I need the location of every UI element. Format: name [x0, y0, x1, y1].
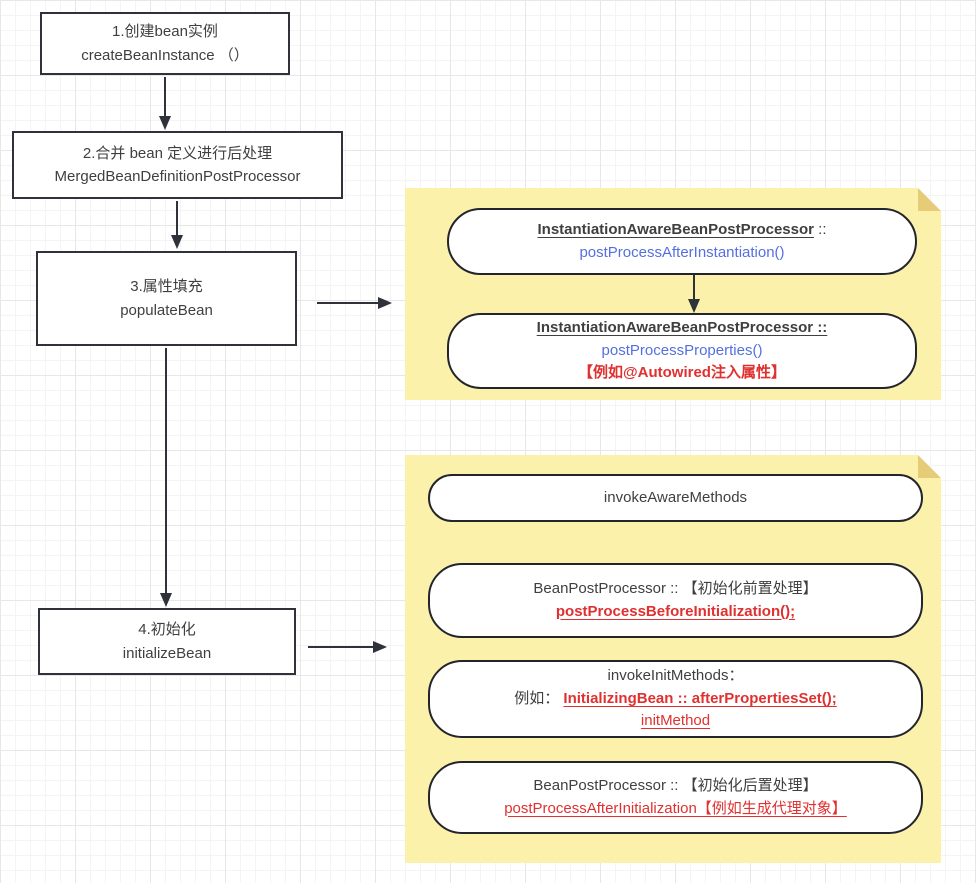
flow-step-populate-bean: 3.属性填充 populateBean: [36, 251, 297, 346]
method-name: postProcessAfterInstantiation(): [579, 243, 785, 261]
note-box-invoke-aware-methods: invokeAwareMethods: [428, 474, 923, 522]
method-name: postProcessBeforeInitialization();: [555, 602, 796, 620]
pill-title-line: invokeInitMethods：: [607, 667, 744, 685]
example-annotation: 【例如@Autowired注入属性】: [578, 364, 786, 382]
flow-step-merged-bean-definition: 2.合并 bean 定义进行后处理 MergedBeanDefinitionPo…: [12, 131, 343, 199]
step-label-cn: 4.初始化: [138, 621, 196, 639]
arrow-step3-step4-head: [160, 593, 172, 607]
note-fold-corner: [918, 455, 941, 478]
note-box-post-process-after-initialization: BeanPostProcessor :: 【初始化后置处理】 postProce…: [428, 761, 923, 834]
method-name: InitializingBean :: afterPropertiesSet()…: [563, 689, 837, 707]
arrow-step3-note1-line: [317, 302, 379, 304]
note-box-post-process-properties: InstantiationAwareBeanPostProcessor :: p…: [447, 313, 917, 389]
interface-name: InstantiationAwareBeanPostProcessor: [537, 221, 814, 238]
arrow-step4-note2-head: [373, 641, 387, 653]
interface-name: InstantiationAwareBeanPostProcessor ::: [536, 319, 828, 337]
note-box-post-process-before-initialization: BeanPostProcessor :: 【初始化前置处理】 postProce…: [428, 563, 923, 638]
example-line: 例如： InitializingBean :: afterPropertiesS…: [514, 688, 837, 711]
pill-title-line: InstantiationAwareBeanPostProcessor ::: [538, 219, 827, 242]
step-label-cn: 2.合并 bean 定义进行后处理: [82, 144, 273, 162]
arrow-step3-step4-line: [165, 348, 167, 594]
title-separator: ::: [813, 221, 827, 238]
arrow-note1-head: [688, 299, 700, 313]
flow-step-create-bean-instance: 1.创建bean实例 createBeanInstance （）: [40, 12, 290, 75]
arrow-step2-step3-line: [176, 201, 178, 236]
init-method-name: initMethod: [640, 712, 711, 730]
arrow-note1-line: [693, 275, 695, 300]
method-name: postProcessProperties(): [601, 341, 763, 359]
sticky-note-populate-bean: InstantiationAwareBeanPostProcessor :: p…: [405, 188, 941, 400]
step-label-method: populateBean: [120, 301, 213, 319]
method-name: invokeAwareMethods: [603, 488, 748, 506]
sticky-note-initialize-bean: invokeAwareMethods BeanPostProcessor :: …: [405, 455, 941, 863]
flow-step-initialize-bean: 4.初始化 initializeBean: [38, 608, 296, 675]
pill-title-line: BeanPostProcessor :: 【初始化前置处理】: [533, 580, 818, 597]
step-label-method: MergedBeanDefinitionPostProcessor: [54, 168, 301, 185]
arrow-step3-note1-head: [378, 297, 392, 309]
step-label-cn: 1.创建bean实例: [112, 23, 218, 41]
example-prefix: 例如：: [514, 689, 560, 707]
note-box-post-process-after-instantiation: InstantiationAwareBeanPostProcessor :: p…: [447, 208, 917, 275]
arrow-step2-step3-head: [171, 235, 183, 249]
step-label-method: createBeanInstance （）: [81, 46, 249, 64]
arrow-step1-step2-line: [164, 77, 166, 117]
method-name: postProcessAfterInitialization【例如生成代理对象】: [504, 799, 847, 817]
pill-title-line: BeanPostProcessor :: 【初始化后置处理】: [533, 777, 818, 794]
note-box-invoke-init-methods: invokeInitMethods： 例如： InitializingBean …: [428, 660, 923, 738]
step-label-method: initializeBean: [122, 644, 212, 662]
arrow-step4-note2-line: [308, 646, 374, 648]
step-label-cn: 3.属性填充: [130, 278, 203, 296]
arrow-step1-step2-head: [159, 116, 171, 130]
note-fold-corner: [918, 188, 941, 211]
